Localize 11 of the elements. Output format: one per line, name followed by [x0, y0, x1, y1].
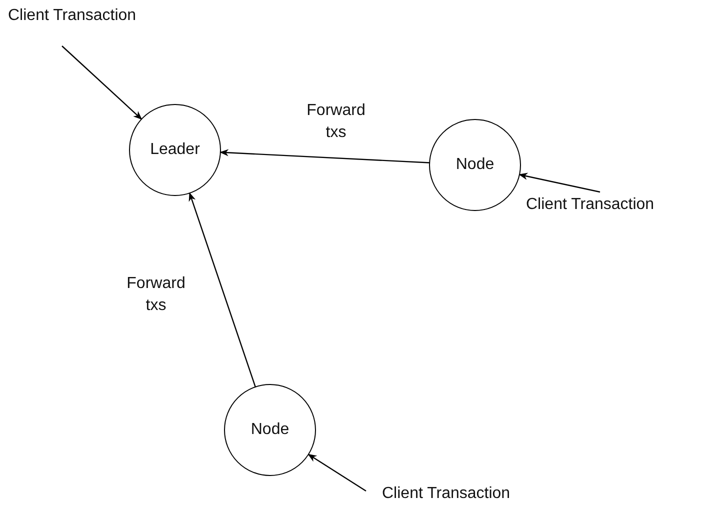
node-label: Node: [250, 420, 290, 440]
arrow: [62, 46, 142, 120]
arrow: [220, 149, 430, 164]
node-label: Leader: [150, 140, 200, 160]
source-label: Client Transaction: [8, 6, 138, 26]
node-label: Node: [456, 155, 494, 175]
source-label: Client Transaction: [526, 195, 656, 215]
arrow: [518, 172, 600, 193]
source-label: Client Transaction: [382, 484, 512, 504]
arrow: [188, 192, 256, 388]
arrow: [308, 454, 366, 492]
